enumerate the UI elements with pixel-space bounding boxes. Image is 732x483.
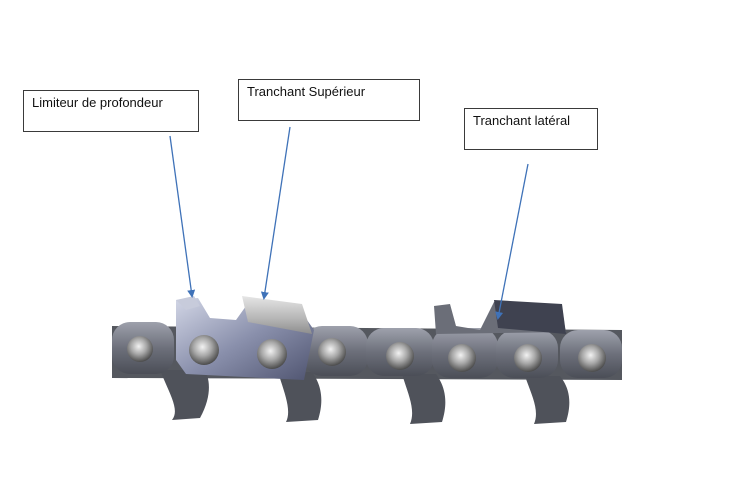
arrow-side-cutter [495,163,529,320]
rivet [257,339,287,369]
arrow-depth-gauge [169,135,196,298]
top-cutter-label-text: Tranchant Supérieur [247,84,366,99]
arrow-top-cutter [260,126,291,300]
drive-tooth [278,372,322,422]
depth-gauge-label-text: Limiteur de profondeur [32,95,163,110]
rivet [514,344,542,372]
rivet [127,336,153,362]
rivets [127,335,606,372]
leader-arrows [169,126,529,320]
rivet [448,344,476,372]
depth-gauge-label: Limiteur de profondeur [23,90,199,132]
drive-tooth [525,376,570,424]
rivet [318,338,346,366]
side-cutter-label: Tranchant latéral [464,108,598,150]
rivet [189,335,219,365]
drive-tooth [402,374,446,424]
top-cutter-label: Tranchant Supérieur [238,79,420,121]
drive-tooth [160,370,209,420]
rivet [386,342,414,370]
side-cutter-plate [494,300,566,334]
top-cutter-plate [242,296,312,334]
rivet [578,344,606,372]
depth-gauge [176,296,200,310]
side-cutter-label-text: Tranchant latéral [473,113,571,128]
